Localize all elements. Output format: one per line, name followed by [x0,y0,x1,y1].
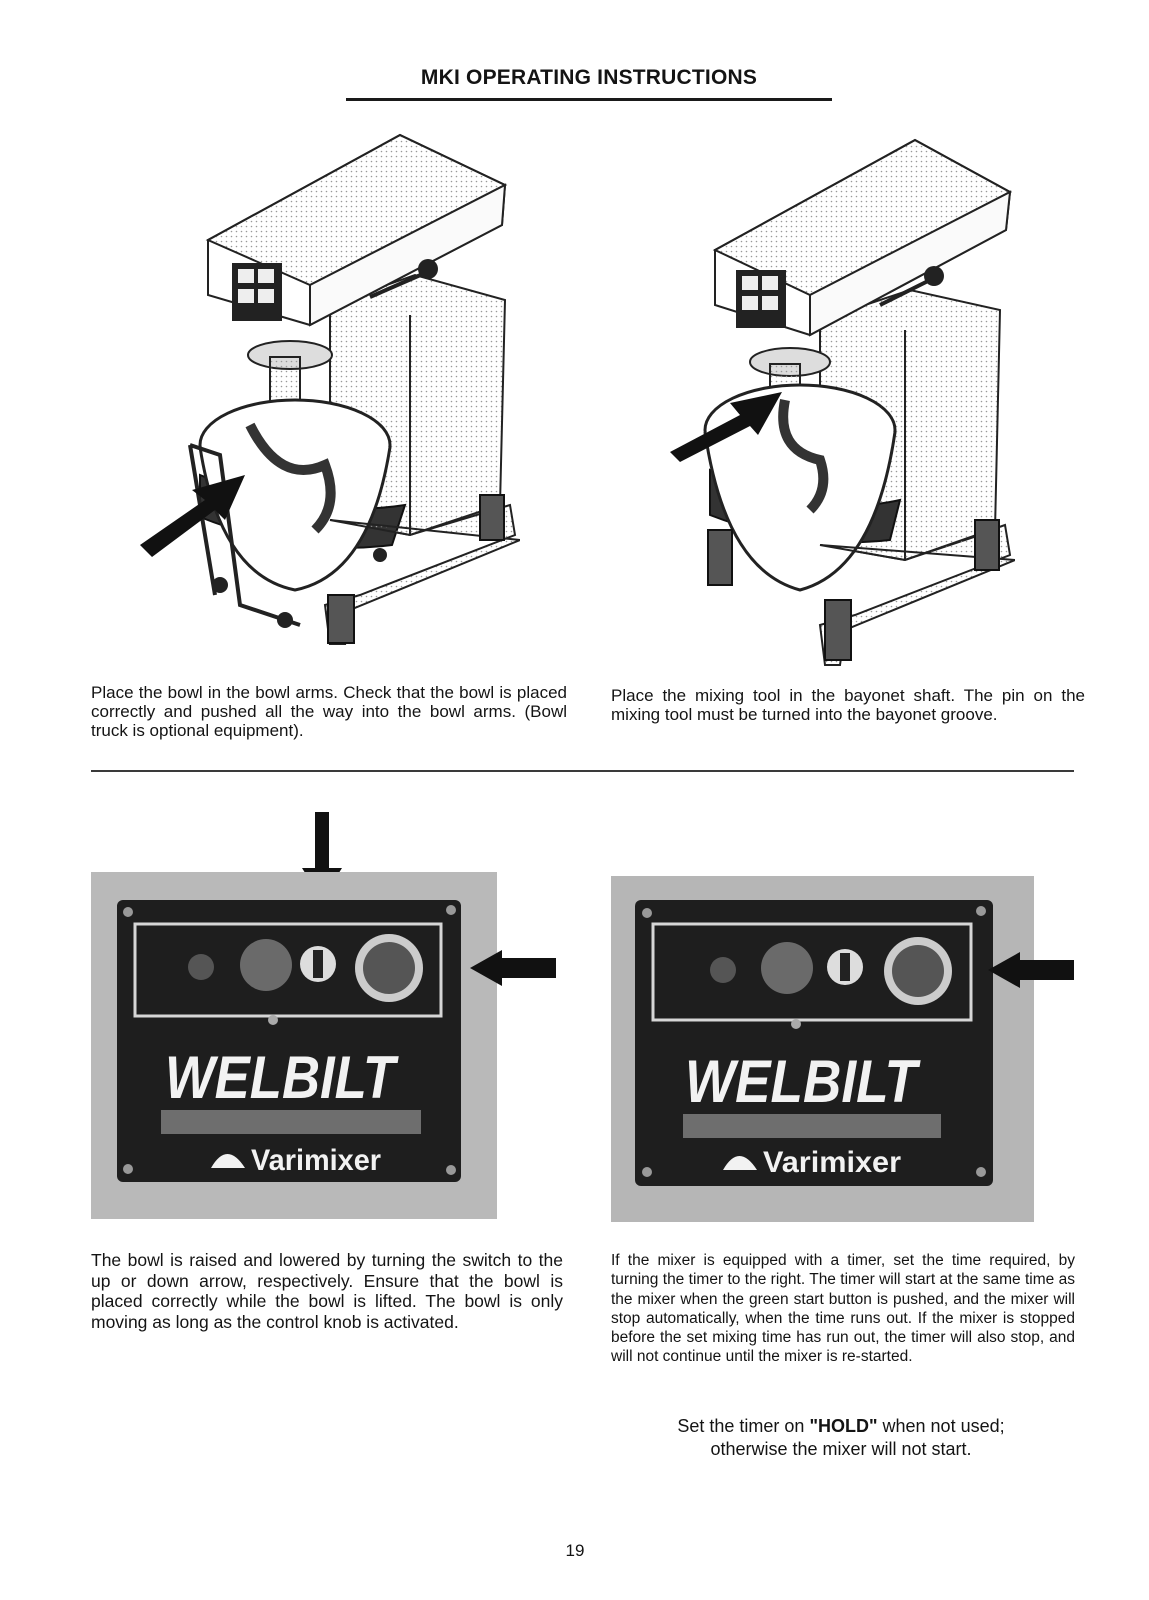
left-arrow-icon [470,950,556,986]
page-title: MKI OPERATING INSTRUCTIONS [420,66,758,89]
hold-note: Set the timer on "HOLD" when not used; o… [626,1415,1056,1461]
control-panel-photo-right: WELBILT Varimixer [611,876,1034,1222]
caption-bowl-lift: The bowl is raised and lowered by turnin… [91,1250,563,1332]
hold-emphasis: "HOLD" [809,1416,878,1436]
page-number: 19 [565,1541,585,1560]
sub-brand-logo-left: Varimixer [251,1144,381,1177]
mixer-tool-illustration [670,138,1015,666]
control-panel-photo-left: WELBILT Varimixer [91,872,497,1219]
hold-note-prefix: Set the timer on [677,1416,810,1436]
section-divider [91,770,1074,772]
caption-bowl-placement: Place the bowl in the bowl arms. Check t… [91,683,567,740]
left-arrow-icon [988,952,1074,988]
hold-note-line-1: Set the timer on "HOLD" when not used; [626,1415,1056,1438]
brand-logo-right: WELBILT [685,1048,921,1115]
sub-brand-logo-right: Varimixer [763,1146,901,1179]
hold-note-line-2: otherwise the mixer will not start. [710,1439,972,1459]
title-underline [346,98,832,101]
hold-note-suffix: when not used; [877,1416,1005,1436]
mixer-bowl-illustration [140,133,520,645]
caption-timer: If the mixer is equipped with a timer, s… [611,1252,1075,1366]
brand-logo-left: WELBILT [165,1044,399,1111]
caption-tool-placement: Place the mixing tool in the bayonet sha… [611,686,1085,724]
